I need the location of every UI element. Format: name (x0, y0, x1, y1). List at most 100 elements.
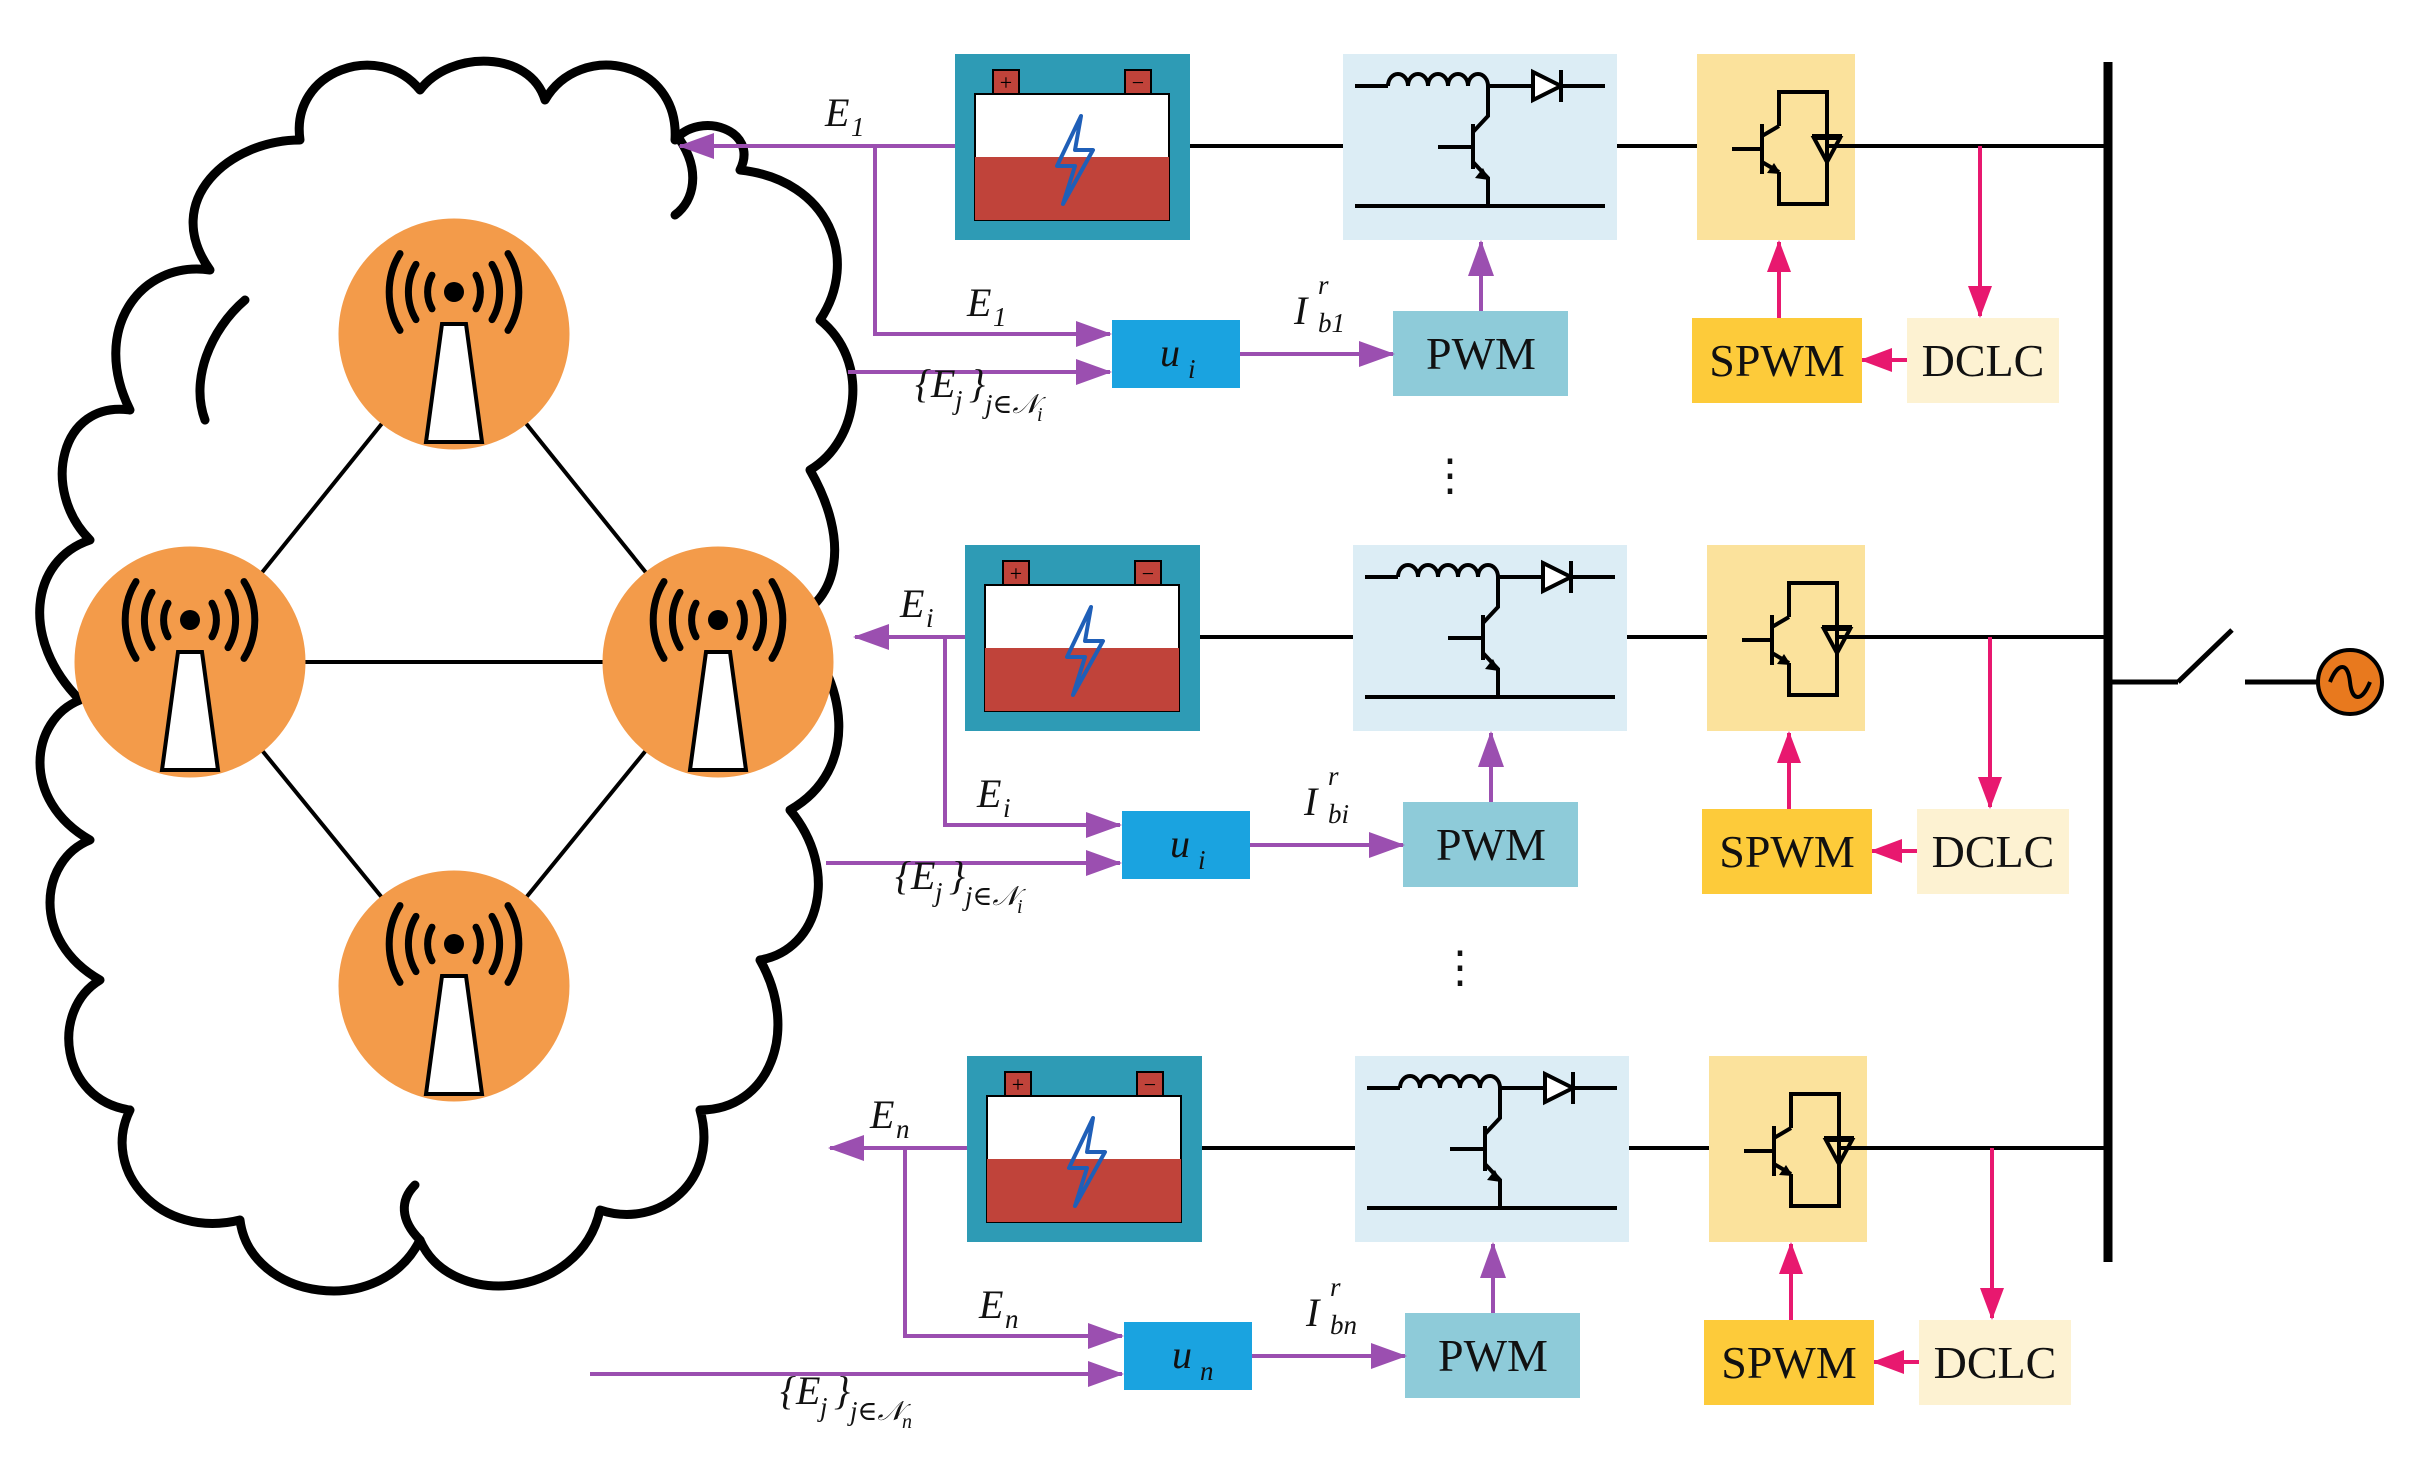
energy-out-subscript: n (896, 1114, 910, 1144)
ac-source-icon (2316, 648, 2384, 716)
energy-out-label: E (869, 1092, 894, 1137)
spwm-label: SPWM (1719, 826, 1854, 877)
spwm-block: SPWM (1702, 809, 1872, 894)
spwm-label: SPWM (1709, 335, 1844, 386)
diode-icon (1543, 1070, 1578, 1106)
neighbor-set-condition: j∈𝒩 (982, 389, 1046, 419)
grid-breaker (2108, 628, 2318, 685)
node-right (602, 546, 834, 778)
inverter (1707, 545, 1865, 731)
energy-in-subscript: i (1003, 793, 1011, 823)
ellipsis-upper: ⋮ (1428, 451, 1472, 500)
boost-converter (1355, 1056, 1629, 1242)
antenna-icon (385, 250, 523, 444)
neighbor-set-index: j (952, 385, 963, 415)
energy-in-subscript: n (1005, 1304, 1019, 1334)
neighbor-set-condition: j∈𝒩 (847, 1396, 911, 1426)
pwm-block: PWM (1393, 311, 1568, 396)
battery-plus-terminal: + (1012, 1072, 1024, 1097)
neighbor-set-label: {E (915, 361, 955, 406)
energy-in-subscript: 1 (993, 302, 1007, 332)
neighbor-set-label: {E (895, 853, 935, 898)
pwm-block: PWM (1403, 802, 1578, 887)
neighbor-set-agent: n (902, 1411, 912, 1433)
battery-unit: +− (967, 1056, 1202, 1242)
neighbor-set-label: {E (780, 1368, 820, 1413)
lightning-icon (1065, 605, 1105, 697)
battery-unit: +− (955, 54, 1190, 240)
energy-in-label: E (966, 280, 991, 325)
current-ref-subscript: bi (1328, 799, 1349, 829)
node-left (74, 546, 306, 778)
lightning-icon (1055, 114, 1095, 206)
neighbor-set-close: } (969, 361, 985, 406)
current-ref-superscript: r (1318, 270, 1329, 300)
current-ref-label: I (1293, 288, 1309, 333)
battery-plus-terminal: + (1000, 70, 1012, 95)
controller-u-label: u (1160, 330, 1180, 375)
controller-u-subscript: i (1198, 845, 1206, 875)
lightning-icon (1067, 1116, 1107, 1208)
inverter (1697, 54, 1855, 240)
boost-converter (1353, 545, 1627, 731)
neighbor-set-close: } (949, 853, 965, 898)
ellipsis-lower: ⋮ (1438, 943, 1482, 992)
current-ref-subscript: bn (1330, 1310, 1357, 1340)
neighbor-set-agent: i (1017, 896, 1023, 918)
neighbor-set-agent: i (1037, 404, 1043, 426)
dclc-label: DCLC (1922, 335, 2045, 386)
neighbor-set-close: } (834, 1368, 850, 1413)
dclc-label: DCLC (1934, 1337, 2057, 1388)
dclc-block: DCLC (1919, 1320, 2071, 1405)
diode-icon (1541, 559, 1576, 595)
neighbor-set-index: j (932, 877, 943, 907)
battery-unit: +− (965, 545, 1200, 731)
current-ref-label: I (1303, 779, 1319, 824)
current-ref-label: I (1305, 1290, 1321, 1335)
pwm-block: PWM (1405, 1313, 1580, 1398)
boost-converter (1343, 54, 1617, 240)
energy-in-label: E (976, 771, 1001, 816)
battery-minus-terminal: − (1142, 561, 1154, 586)
current-ref-superscript: r (1328, 761, 1339, 791)
pwm-label: PWM (1438, 1330, 1548, 1381)
controller-u-label: u (1172, 1332, 1192, 1377)
antenna-icon (385, 902, 523, 1096)
current-ref-subscript: b1 (1318, 308, 1345, 338)
node-bottom (338, 870, 570, 1102)
dclc-block: DCLC (1907, 318, 2059, 403)
dclc-block: DCLC (1917, 809, 2069, 894)
current-ref-superscript: r (1330, 1272, 1341, 1302)
pwm-label: PWM (1436, 819, 1546, 870)
battery-plus-terminal: + (1010, 561, 1022, 586)
antenna-icon (649, 578, 787, 772)
dclc-label: DCLC (1932, 826, 2055, 877)
antenna-icon (121, 578, 259, 772)
spwm-block: SPWM (1692, 318, 1862, 403)
energy-in-label: E (978, 1282, 1003, 1327)
battery-minus-terminal: − (1132, 70, 1144, 95)
node-top (338, 218, 570, 450)
energy-out-subscript: 1 (851, 112, 865, 142)
agent-nodes (74, 218, 834, 1102)
energy-out-label: E (899, 581, 924, 626)
energy-out-subscript: i (926, 603, 934, 633)
spwm-label: SPWM (1721, 1337, 1856, 1388)
neighbor-set-index: j (817, 1392, 828, 1422)
battery-minus-terminal: − (1144, 1072, 1156, 1097)
inverter (1709, 1056, 1867, 1242)
diode-icon (1531, 68, 1566, 104)
neighbor-set-condition: j∈𝒩 (962, 881, 1026, 911)
controller-u-label: u (1170, 821, 1190, 866)
spwm-block: SPWM (1704, 1320, 1874, 1405)
controller-u-subscript: i (1188, 354, 1196, 384)
controller-u-subscript: n (1200, 1356, 1214, 1386)
pwm-label: PWM (1426, 328, 1536, 379)
